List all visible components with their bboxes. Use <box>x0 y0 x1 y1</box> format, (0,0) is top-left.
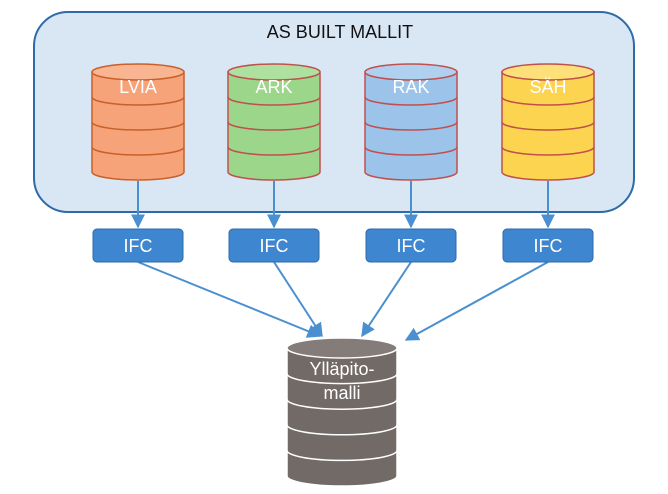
db-1-cylinder-band <box>91 146 185 156</box>
db-4-label: SÄH <box>529 77 566 97</box>
target-label-line1: Ylläpito- <box>309 359 374 379</box>
target-cylinder-band <box>286 450 398 462</box>
ifc-box-rect <box>502 228 594 263</box>
ifc-box: IFC <box>92 228 184 263</box>
ifc-to-target-arrow <box>404 261 549 341</box>
db-1-cylinder-body <box>91 71 185 181</box>
db-3-cylinder <box>364 63 458 181</box>
ifc-box-rect <box>365 228 457 263</box>
target-cylinder-top <box>286 337 398 359</box>
target-cylinder-band <box>286 373 398 385</box>
db-3-label: RAK <box>392 77 429 97</box>
ifc-box-label: IFC <box>260 236 289 256</box>
db-2-cylinder-band <box>227 96 321 106</box>
db-2-label: ARK <box>255 77 292 97</box>
db-4-cylinder <box>501 63 595 181</box>
db-4-cylinder-band <box>501 96 595 106</box>
db-2-cylinder-body <box>227 71 321 181</box>
db-3-cylinder-band <box>364 146 458 156</box>
target-cylinder-band <box>286 399 398 410</box>
db-3-cylinder-band <box>364 121 458 131</box>
container-title: AS BUILT MALLIT <box>267 22 413 42</box>
db-2-cylinder-band <box>227 146 321 156</box>
db-1-cylinder <box>91 63 185 181</box>
ifc-box: IFC <box>365 228 457 263</box>
db-2-cylinder-top <box>227 63 321 81</box>
ifc-box-rect <box>92 228 184 263</box>
db-3-cylinder-band <box>364 96 458 106</box>
db-4-cylinder-body <box>501 71 595 181</box>
ifc-box-label: IFC <box>534 236 563 256</box>
db-1-label: LVIA <box>119 77 157 97</box>
target-label-line2: malli <box>323 383 360 403</box>
db-4-cylinder-top <box>501 63 595 81</box>
ifc-box: IFC <box>228 228 320 263</box>
ifc-to-target-arrow <box>361 261 412 338</box>
ifc-to-target-arrow <box>273 261 323 338</box>
db-4-cylinder-band <box>501 146 595 156</box>
ifc-to-target-arrow <box>137 261 322 338</box>
target-cylinder <box>286 337 398 487</box>
ifc-box-label: IFC <box>124 236 153 256</box>
db-3-cylinder-top <box>364 63 458 81</box>
db-2-cylinder <box>227 63 321 181</box>
db-1-cylinder-band <box>91 96 185 106</box>
db-4-cylinder-band <box>501 121 595 131</box>
db-1-cylinder-band <box>91 121 185 131</box>
target-cylinder-band <box>286 424 398 436</box>
db-2-cylinder-band <box>227 121 321 131</box>
ifc-box-label: IFC <box>397 236 426 256</box>
ifc-box: IFC <box>502 228 594 263</box>
ifc-box-rect <box>228 228 320 263</box>
db-1-cylinder-top <box>91 63 185 81</box>
db-3-cylinder-body <box>364 71 458 181</box>
